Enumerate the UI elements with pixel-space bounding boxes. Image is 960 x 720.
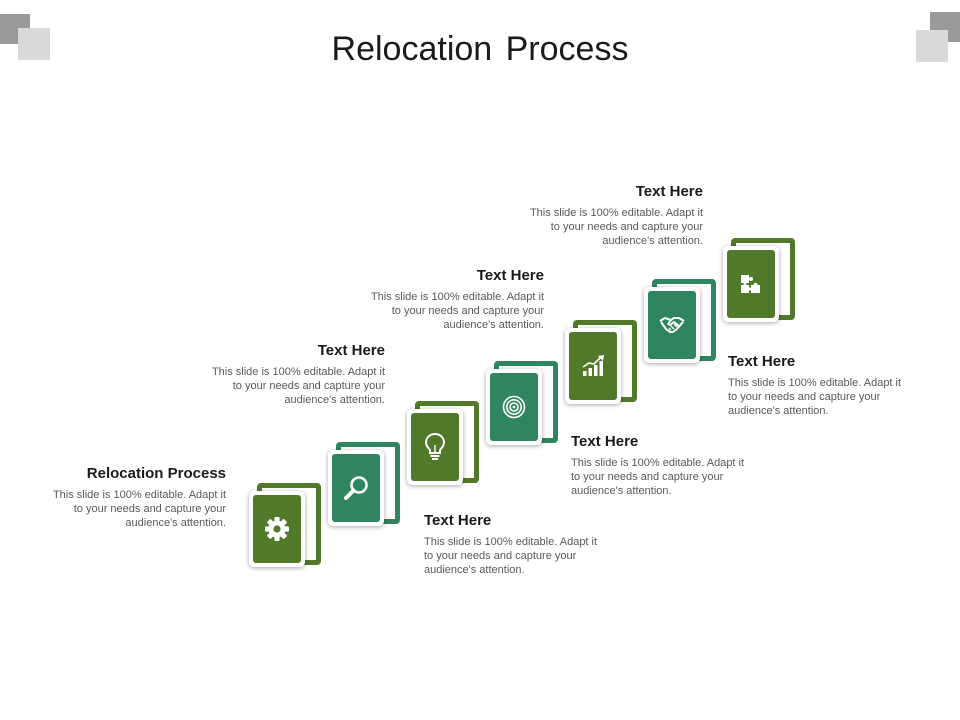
text-block-body: This slide is 100% editable. Adapt it to… <box>529 207 703 247</box>
card-front <box>328 450 384 526</box>
card-face <box>648 291 696 359</box>
text-block-body: This slide is 100% editable. Adapt it to… <box>370 291 544 331</box>
handshake-icon <box>657 310 687 340</box>
corner-decoration-left <box>0 0 52 62</box>
card-front <box>723 246 779 322</box>
text-block-title: Text Here <box>424 512 492 529</box>
magnifier-icon <box>341 473 371 503</box>
text-block-body: This slide is 100% editable. Adapt it to… <box>424 536 598 576</box>
card-front <box>249 491 305 567</box>
card-face <box>569 332 617 400</box>
text-block-title: Text Here <box>728 353 796 370</box>
card-face <box>332 454 380 522</box>
text-block-5: Text Here This slide is 100% editable. A… <box>359 267 544 332</box>
text-block-7: Text Here This slide is 100% editable. A… <box>518 183 703 248</box>
text-block-title: Text Here <box>571 433 639 450</box>
target-icon <box>499 392 529 422</box>
card-front <box>565 328 621 404</box>
lightbulb-icon <box>420 431 450 463</box>
text-block-body: This slide is 100% editable. Adapt it to… <box>728 377 902 417</box>
page-title: Relocation Process <box>331 30 629 68</box>
text-block-body: This slide is 100% editable. Adapt it to… <box>211 366 385 406</box>
text-block-title: Text Here <box>317 342 385 359</box>
text-block-4: Text Here This slide is 100% editable. A… <box>571 433 756 498</box>
step-card-3 <box>407 401 479 491</box>
text-block-title: Text Here <box>476 267 544 284</box>
step-card-6 <box>644 279 716 369</box>
step-card-4 <box>486 361 558 451</box>
card-face <box>727 250 775 318</box>
step-card-5 <box>565 320 637 410</box>
step-card-7 <box>723 238 795 328</box>
gear-icon <box>262 514 292 544</box>
text-block-6: Text Here This slide is 100% editable. A… <box>728 353 913 418</box>
step-card-1 <box>249 483 321 573</box>
card-front <box>486 369 542 445</box>
corner-square-light <box>18 28 50 60</box>
card-front <box>644 287 700 363</box>
bar-chart-icon <box>578 351 608 381</box>
text-block-title: Text Here <box>635 183 703 200</box>
text-block-3: Text Here This slide is 100% editable. A… <box>200 342 385 407</box>
card-face <box>490 373 538 441</box>
step-card-2 <box>328 442 400 532</box>
corner-decoration-right <box>908 0 960 62</box>
text-block-1: Relocation Process This slide is 100% ed… <box>41 465 226 530</box>
text-block-body: This slide is 100% editable. Adapt it to… <box>571 457 745 497</box>
card-face <box>411 413 459 481</box>
card-front <box>407 409 463 485</box>
card-face <box>253 495 301 563</box>
puzzle-icon <box>736 269 766 299</box>
text-block-title: Relocation Process <box>86 465 226 482</box>
text-block-body: This slide is 100% editable. Adapt it to… <box>52 489 226 529</box>
text-block-2: Text Here This slide is 100% editable. A… <box>424 512 609 577</box>
corner-square-light <box>916 30 948 62</box>
